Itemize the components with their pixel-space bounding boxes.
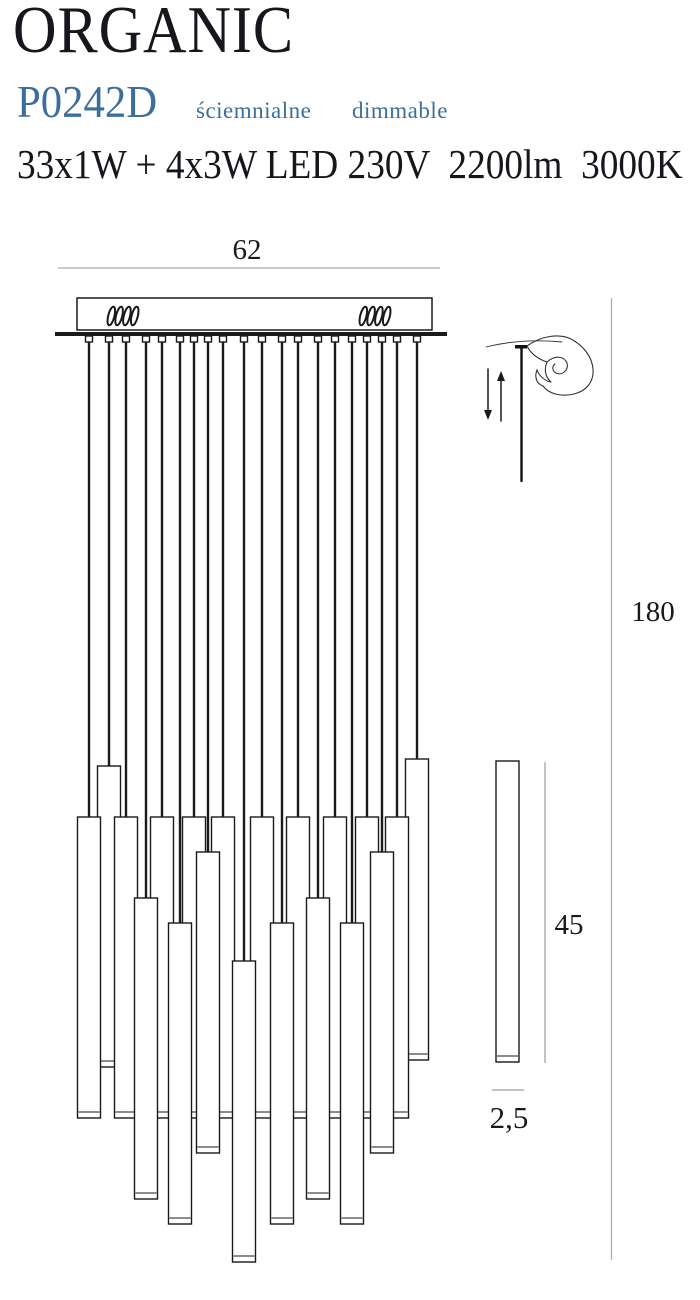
vent-slot-icon <box>122 305 132 327</box>
vent-slot-icon <box>374 305 384 327</box>
tube-detail <box>495 760 520 1063</box>
dimmable-label-pl: ściemnialne <box>196 98 312 123</box>
vent-slot-icon <box>358 305 369 327</box>
cable-connector <box>175 335 185 343</box>
pendant-tube <box>133 897 159 1200</box>
cable-connector <box>203 335 213 343</box>
cable-connector <box>239 335 249 343</box>
cable-connector <box>293 335 303 343</box>
vent-slot-icon <box>106 305 117 327</box>
pendant-tube <box>231 960 257 1263</box>
up-down-arrows-icon <box>484 368 505 422</box>
tube-length-dimension-label: 45 <box>555 909 584 941</box>
cable-connector <box>141 335 151 343</box>
height-dimension: 180 <box>610 298 675 1260</box>
tube-length-dimension: 45 <box>544 762 584 1063</box>
vent-slot-icon <box>366 305 376 327</box>
mounting-bar-line <box>55 332 447 336</box>
width-dimension-label: 62 <box>233 234 262 266</box>
pendant-tube <box>339 922 365 1225</box>
vent-slot-icon <box>114 305 124 327</box>
pendant-tube <box>305 897 331 1200</box>
cable-connector <box>121 335 131 343</box>
model-number: P0242D <box>17 77 158 127</box>
vent-slot-icon <box>129 305 140 327</box>
pendant-tube <box>495 760 520 1063</box>
technical-specs: 33x1W + 4x3W LED 230V 2200lm 3000K <box>17 141 683 187</box>
tube-diameter-dimension: 2,5 <box>490 1089 529 1135</box>
cable-connector <box>330 335 340 343</box>
cable-connector <box>104 335 114 343</box>
cable-connector <box>362 335 372 343</box>
cable-connector <box>377 335 387 343</box>
canopy-vent-hatch <box>106 305 392 327</box>
cable-connector <box>84 335 94 343</box>
cable-connector <box>189 335 199 343</box>
tube-diameter-dimension-label: 2,5 <box>490 1100 529 1135</box>
cable-connector <box>277 335 287 343</box>
width-dimension: 62 <box>58 234 440 269</box>
cable-connector <box>313 335 323 343</box>
pendant-tube <box>76 816 102 1119</box>
canopy-box <box>76 297 433 331</box>
suspension-cables <box>84 335 422 964</box>
pendant-tube <box>269 922 295 1225</box>
vent-slot-icon <box>381 305 392 327</box>
product-series-title: ORGANIC <box>13 0 295 67</box>
pendant-tube <box>167 922 193 1225</box>
cable-connector <box>412 335 422 343</box>
dimmable-label-en: dimmable <box>352 98 448 123</box>
cable-grip-icon <box>515 345 527 349</box>
cable-connector <box>157 335 167 343</box>
pendant-tube <box>369 851 395 1154</box>
pendant-tube <box>195 851 221 1154</box>
mounting-bar <box>55 332 447 336</box>
height-adjuster-sketch <box>484 335 594 483</box>
pendant-tubes <box>76 758 430 1263</box>
hand-icon <box>526 335 594 396</box>
ceiling-line <box>485 340 563 348</box>
cable-connector <box>392 335 402 343</box>
ceiling-canopy <box>76 297 433 331</box>
height-dimension-label: 180 <box>631 596 675 628</box>
cable-connector <box>257 335 267 343</box>
cable-connector <box>218 335 228 343</box>
cable-connector <box>347 335 357 343</box>
